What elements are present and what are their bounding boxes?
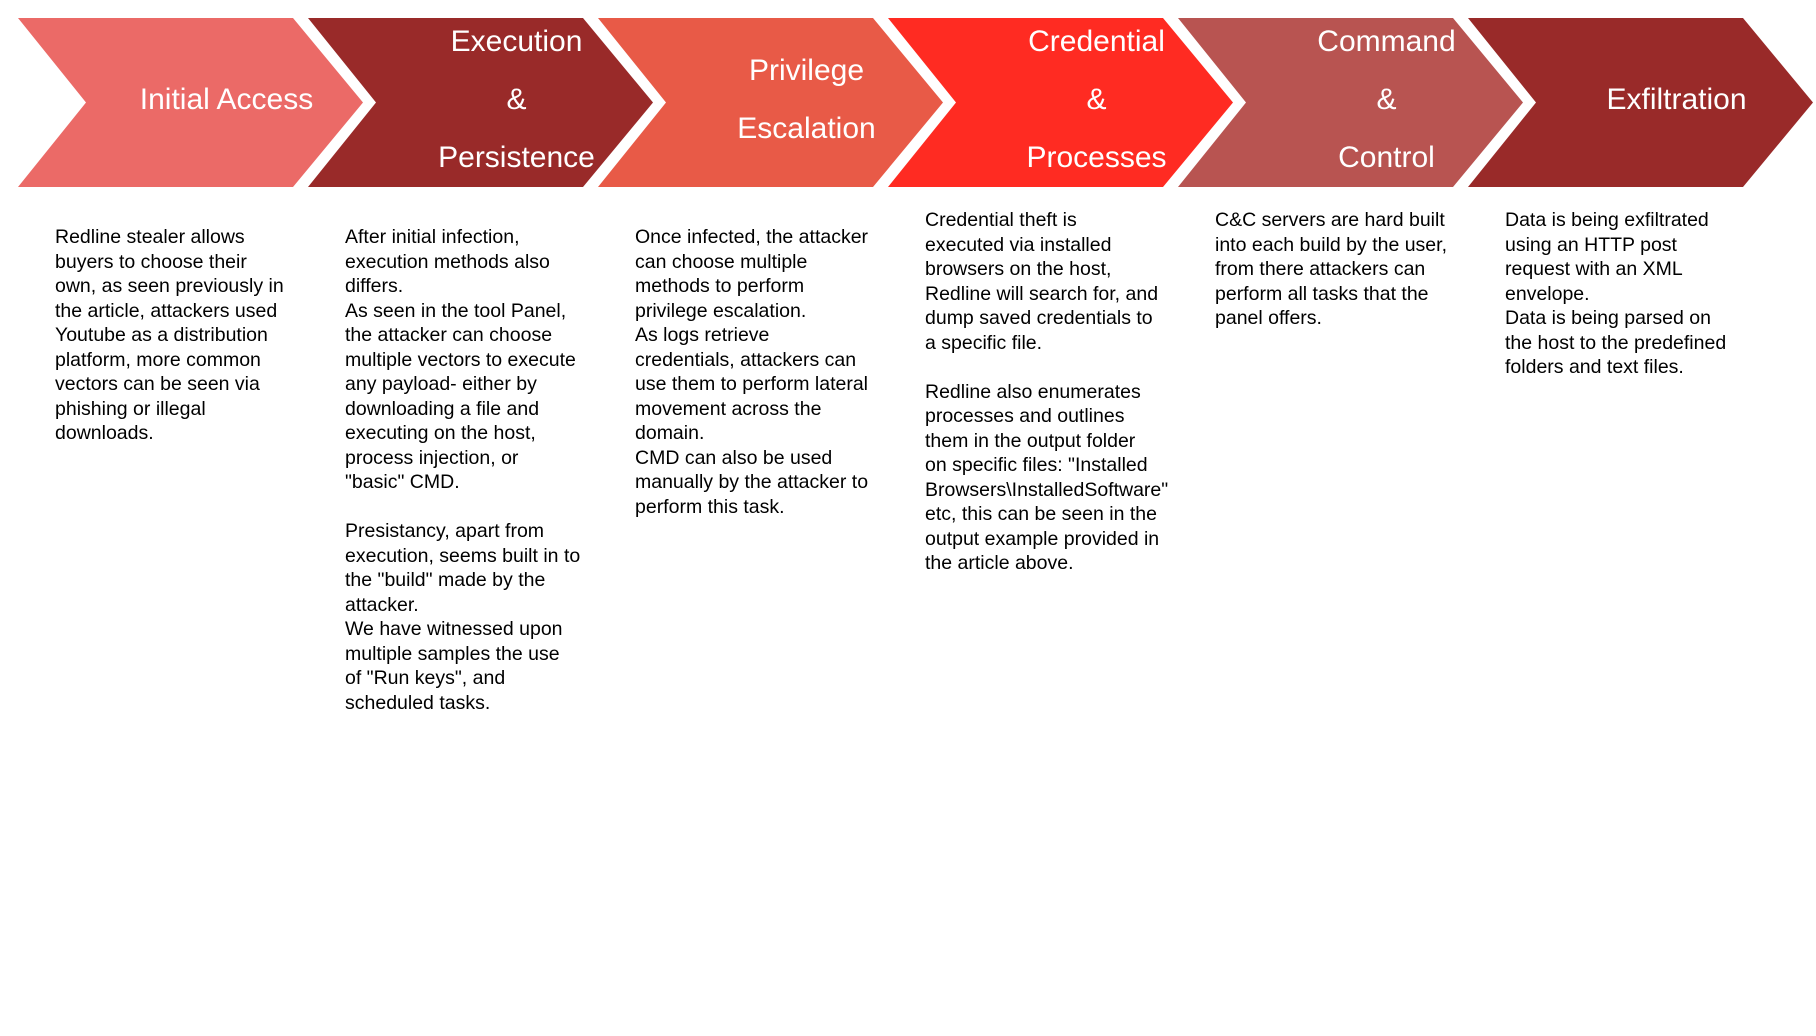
stage-label-execution-persistence: Execution & Persistence (367, 16, 667, 184)
stage-arrow-row (18, 18, 1813, 187)
stage-label-line: Processes (1026, 141, 1167, 174)
stage-chevron-credential-processes (888, 18, 1233, 187)
stage-label-credential-processes: Credential & Processes (947, 16, 1247, 184)
stage-label-line: Privilege (748, 54, 865, 87)
stage-label-line: & (1376, 83, 1397, 116)
stage-label-exfiltration: Exfiltration (1527, 16, 1816, 184)
stage-description-execution-persistence: After initial infection, execution metho… (345, 226, 581, 714)
stage-label-line: Exfiltration (1606, 83, 1747, 116)
stage-chevron-execution-persistence (308, 18, 653, 187)
stage-chevron-exfiltration (1468, 18, 1813, 187)
stage-chevron-privilege-escalation (598, 18, 943, 187)
stage-label-line: Execution (450, 25, 583, 58)
stage-description-initial-access: Redline stealer allows buyers to choose … (55, 226, 284, 444)
stage-chevron-command-control (1178, 18, 1523, 187)
stage-label-line: Persistence (438, 141, 595, 174)
stage-label-line: Escalation (737, 112, 876, 145)
stage-label-line: Control (1338, 141, 1435, 174)
stage-label-line: & (1086, 83, 1107, 116)
stage-description-command-control: C&C servers are hard built into each bui… (1215, 209, 1447, 329)
stage-description-credential-processes: Credential theft is executed via install… (925, 209, 1169, 574)
stage-label-initial-access: Initial Access (77, 16, 377, 184)
stage-label-line: Command (1317, 25, 1456, 58)
stage-description-exfiltration: Data is being exfiltrated using an HTTP … (1505, 209, 1727, 378)
stage-description-privilege-escalation: Once infected, the attacker can choose m… (635, 226, 869, 518)
stage-label-line: & (506, 83, 527, 116)
stage-label-command-control: Command & Control (1237, 16, 1537, 184)
stage-label-line: Credential (1028, 25, 1165, 58)
stage-chevron-initial-access (18, 18, 363, 187)
stage-label-line: Initial Access (139, 83, 314, 116)
